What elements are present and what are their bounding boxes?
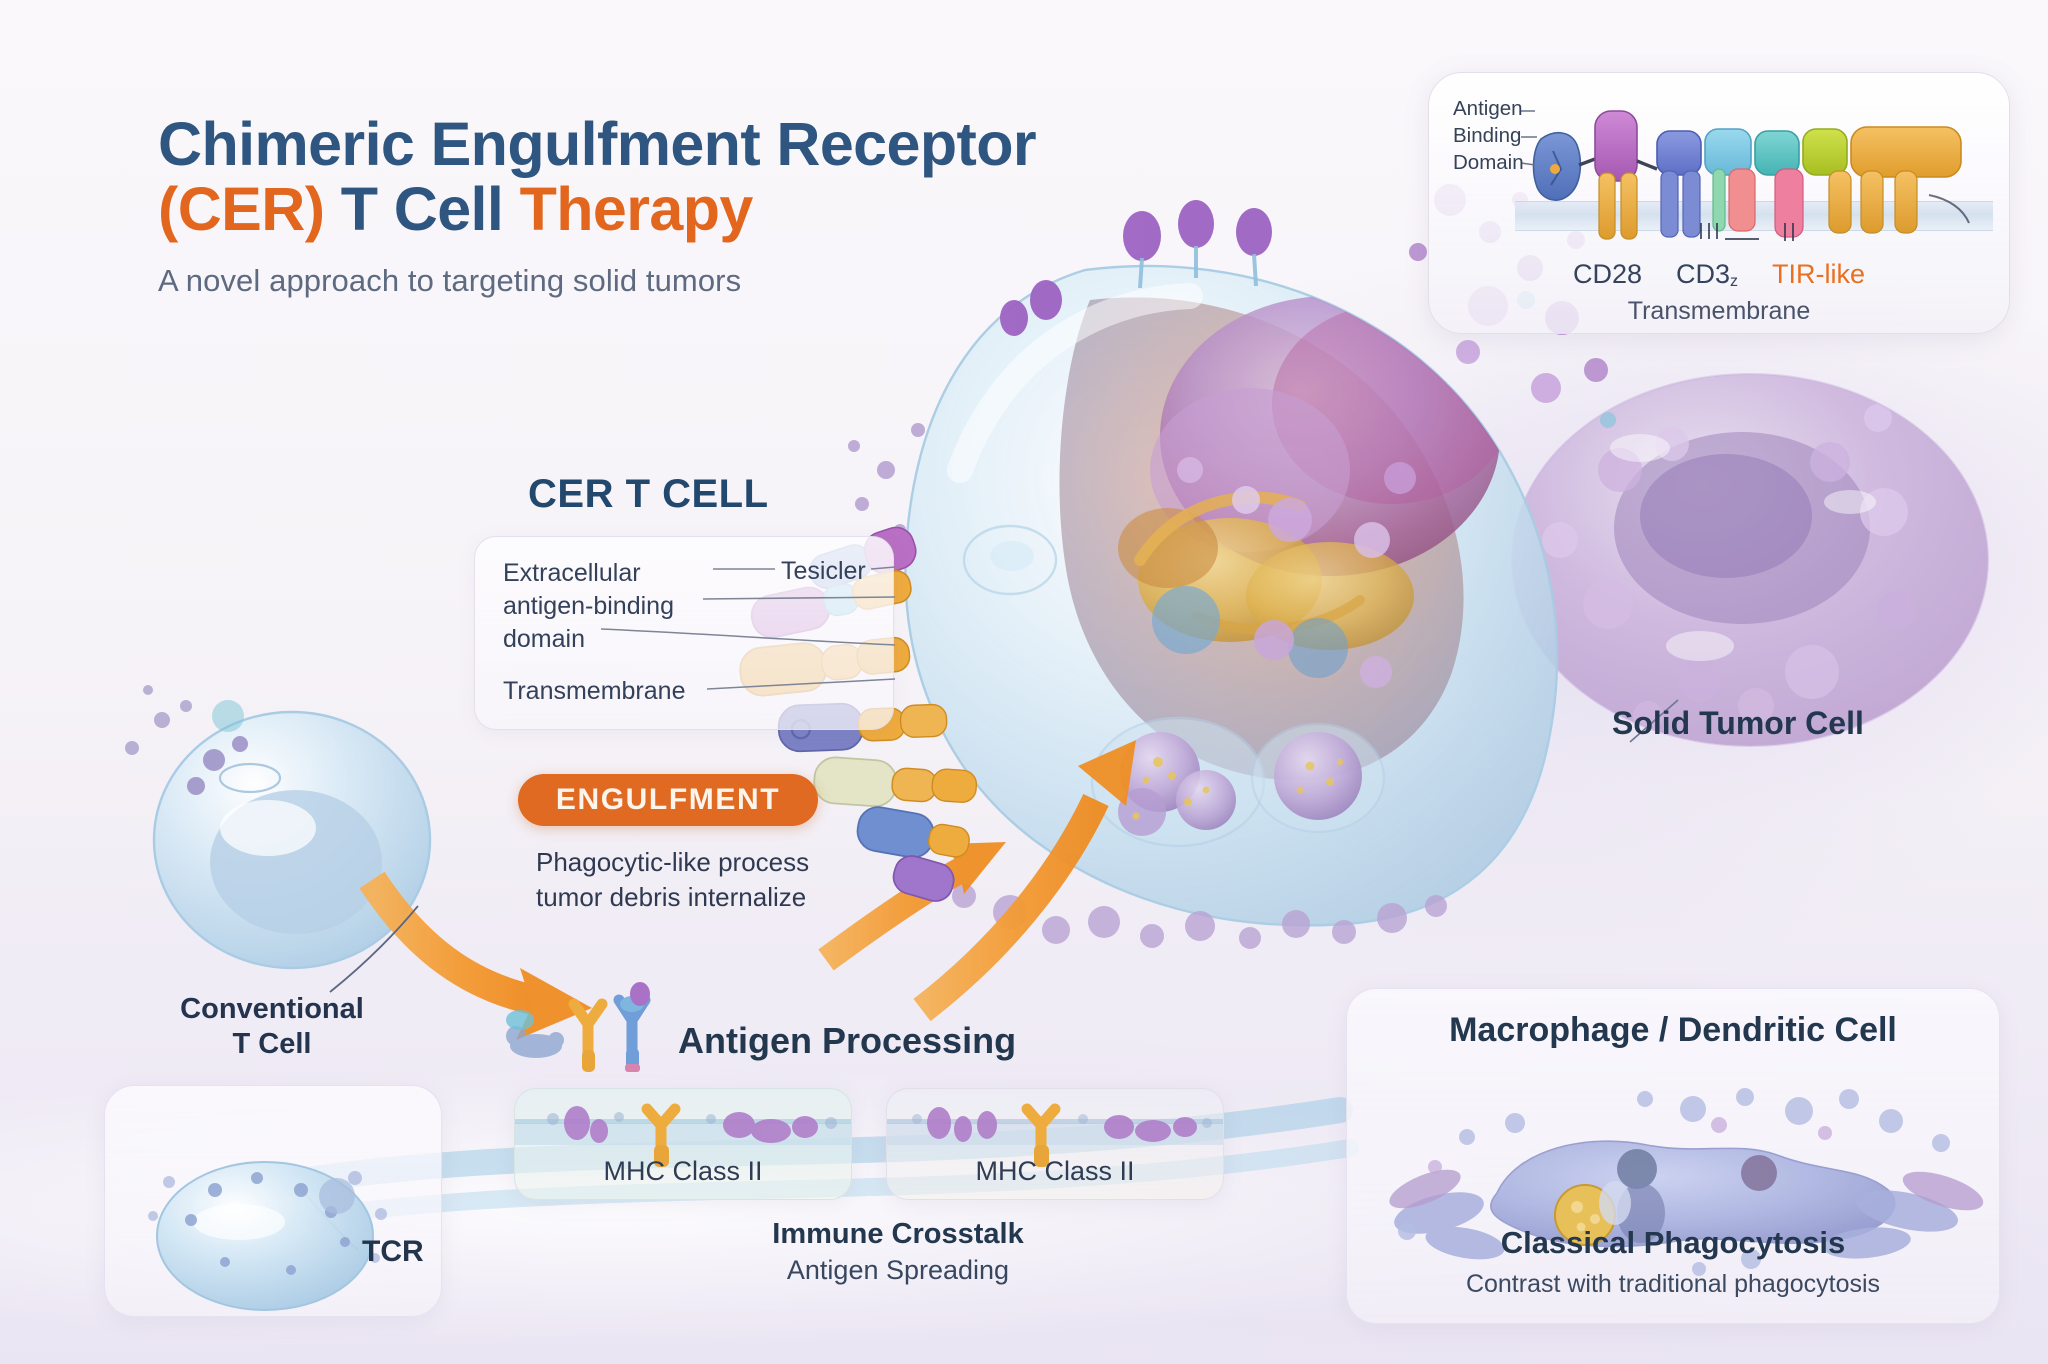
callout-extracellular-block: Extracellular antigen-binding domain [503, 557, 674, 656]
conventional-t-cell-label: Conventional T Cell [162, 992, 382, 1063]
panel-mhc-class-ii-left: MHC Class II [514, 1088, 852, 1200]
inset-membrane-band [1515, 201, 1993, 231]
construct-inset-panel: Antigen Binding Domain CD28 CD3z TIR-lik… [1428, 72, 2010, 334]
mhc-graphic-left [515, 1103, 851, 1167]
tcr-cell-graphic [148, 1161, 387, 1311]
cer-callout-panel: Extracellular antigen-binding domain Tes… [474, 536, 895, 730]
engulfment-desc-line-2: tumor debris internalize [536, 881, 807, 912]
abd-line-2: Binding [1453, 124, 1522, 148]
abd-line-1: Antigen [1453, 97, 1523, 120]
construct-transmembrane-label: Transmembrane [1627, 297, 1811, 325]
macrophage-caption: Contrast with traditional phagocytosis [1465, 1270, 1881, 1298]
abd-line-3: Domain [1453, 151, 1524, 175]
antigen-binding-domain-label: Antigen Binding Domain [1453, 95, 1524, 176]
antigen-spreading-label: Antigen Spreading [786, 1255, 1010, 1285]
engulfment-desc-line-1: Phagocytic-like process [536, 847, 810, 877]
callout-extracellular: Extracellular [503, 559, 641, 587]
domain-name-cd3z: CD3z [1676, 259, 1739, 290]
panel-mhc-class-ii-right: MHC Class II [886, 1088, 1224, 1200]
engulfment-badge-label: ENGULFMENT [555, 783, 781, 816]
immune-crosstalk-block: Immune Crosstalk Antigen Spreading [688, 1218, 1108, 1286]
title-line-2: (CER) T Cell Therapy [158, 177, 1158, 242]
mhc-graphic-right [887, 1103, 1223, 1167]
title-block: Chimeric Engulfment Receptor (CER) T Cel… [158, 110, 1158, 299]
callout-vesicle-label: Tesicler [781, 557, 866, 585]
macrophage-panel-title: Macrophage / Dendritic Cell [1449, 1011, 1897, 1049]
tcr-label: TCR [362, 1235, 424, 1268]
callout-domain: domain [503, 625, 585, 653]
cer-t-cell-heading: CER T CELL [528, 472, 769, 516]
mhc-label-left: MHC Class II [603, 1156, 763, 1186]
domain-name-cd28: CD28 [1572, 259, 1642, 289]
macrophage-graphic [1389, 1088, 1984, 1276]
conventional-label-line-2: T Cell [232, 1028, 312, 1061]
domain-name-tir-like: TIR-like [1772, 259, 1866, 289]
conventional-label-line-1: Conventional [180, 993, 364, 1025]
engulfment-description: Phagocytic-like process tumor debris int… [536, 845, 809, 914]
macrophage-subtitle: Classical Phagocytosis [1500, 1225, 1846, 1260]
callout-antigen-binding: antigen-binding [503, 592, 674, 620]
panel-macrophage-dendritic: Macrophage / Dendritic Cell [1346, 988, 2000, 1324]
title-mid: T Cell [324, 175, 520, 244]
page-subtitle: A novel approach to targeting solid tumo… [158, 262, 742, 298]
solid-tumor-cell-label: Solid Tumor Cell [1612, 705, 1864, 741]
callout-transmembrane-label: Transmembrane [503, 677, 686, 705]
immune-crosstalk-label: Immune Crosstalk [772, 1218, 1024, 1250]
title-line-1: Chimeric Engulfment Receptor [158, 110, 1037, 178]
mhc-label-right: MHC Class II [975, 1156, 1135, 1186]
antigen-processing-label: Antigen Processing [678, 1020, 1017, 1061]
title-cer: (CER) [158, 175, 325, 244]
title-therapy: Therapy [519, 175, 754, 244]
construct-domain-names: CD28 CD3z TIR-like [1429, 259, 2009, 291]
engulfment-badge: ENGULFMENT [518, 774, 818, 826]
panel-tcr [104, 1085, 442, 1317]
